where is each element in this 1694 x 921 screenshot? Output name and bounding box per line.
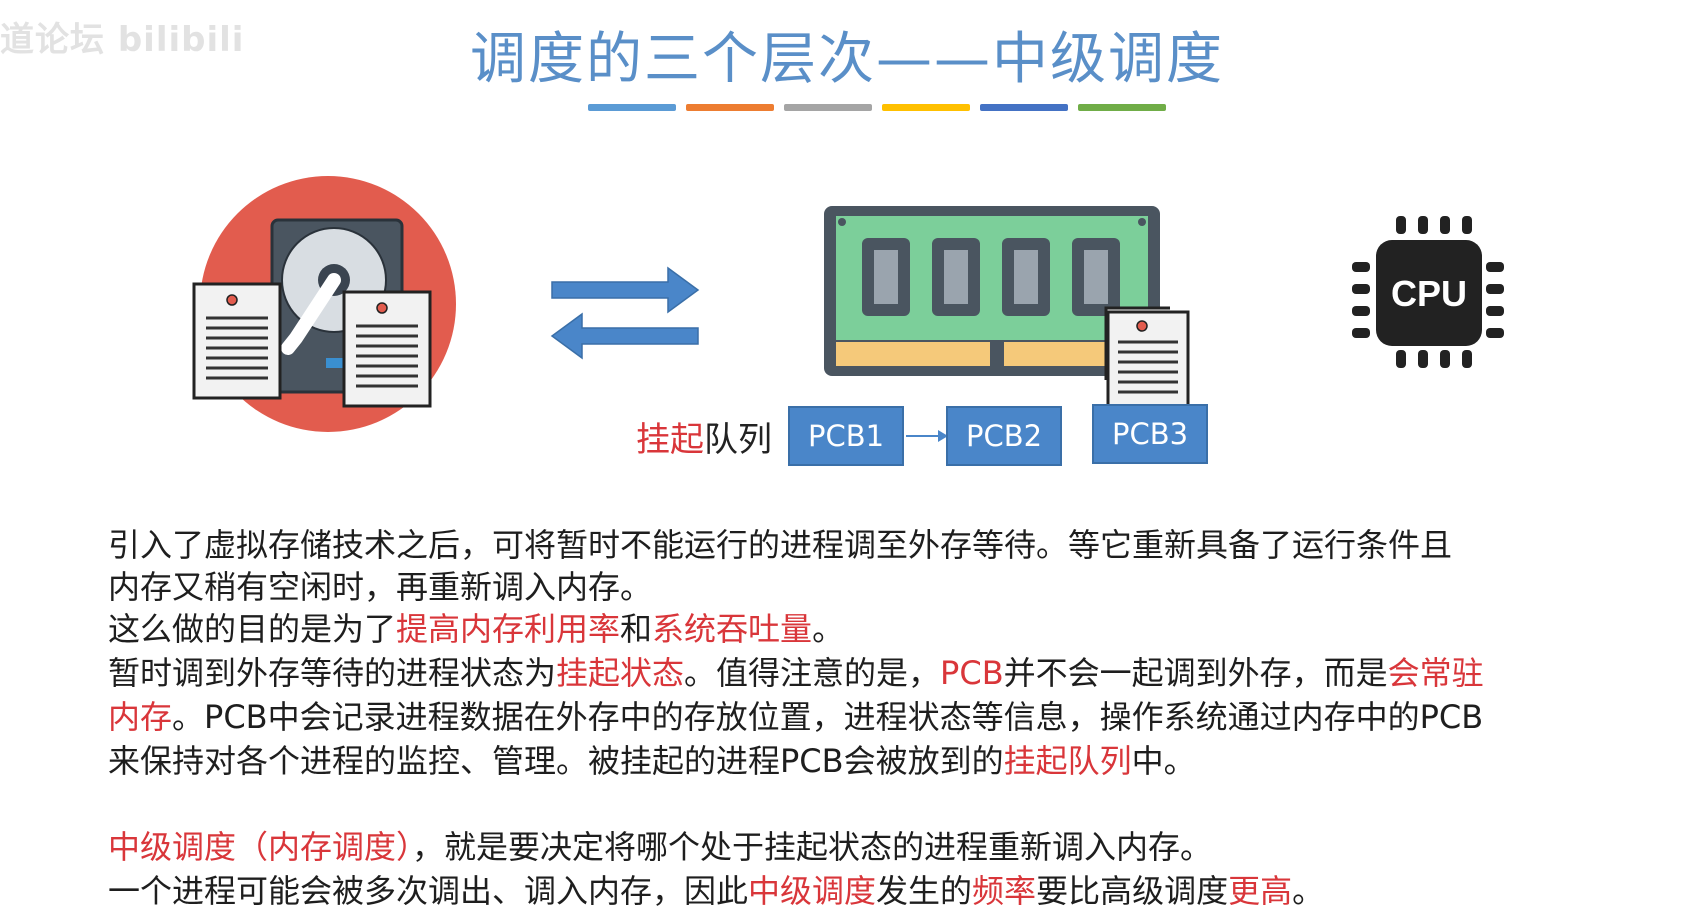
underline-bar-blue: [588, 104, 676, 111]
p5-text: 发生的: [876, 872, 973, 910]
cpu-label: CPU: [1391, 273, 1467, 314]
p3-text: 来保持对各个进程的监控、管理。被挂起的进程PCB会被放到的: [108, 742, 1004, 780]
underline-bar-darkblue: [980, 104, 1068, 111]
p2-highlight-throughput: 系统吞吐量: [652, 610, 813, 648]
p3-text: 中。: [1131, 742, 1196, 780]
ram-module-icon: [824, 206, 1170, 380]
arrow-right-icon: [551, 266, 700, 314]
paragraph-1-line-2: 内存又稍有空闲时，再重新调入内存。: [108, 568, 653, 606]
paragraph-3-line-2: 内存。PCB中会记录进程数据在外存中的存放位置，进程状态等信息，操作系统通过内存…: [108, 696, 1483, 738]
p3-highlight-memory: 内存: [108, 698, 173, 736]
p5-text: 要比高级调度: [1036, 872, 1229, 910]
paragraph-1-line-1: 引入了虚拟存储技术之后，可将暂时不能运行的进程调至外存等待。等它重新具备了运行条…: [108, 526, 1453, 564]
p3-text: 暂时调到外存等待的进程状态为: [108, 654, 557, 692]
p4-text: ，就是要决定将哪个处于挂起状态的进程重新调入内存。: [412, 828, 1213, 866]
p3-text: 。PCB中会记录进程数据在外存中的存放位置，进程状态等信息，操作系统通过内存中的…: [172, 698, 1484, 736]
paragraph-5: 一个进程可能会被多次调出、调入内存，因此中级调度发生的频率要比高级调度更高。: [108, 870, 1324, 912]
p3-highlight-resident: 会常驻: [1387, 654, 1484, 692]
title-underline-bars: [588, 104, 1166, 111]
watermark: 道论坛 bilibili: [0, 20, 245, 60]
paragraph-3-line-1: 暂时调到外存等待的进程状态为挂起状态。值得注意的是，PCB并不会一起调到外存，而…: [108, 652, 1484, 694]
p5-highlight-higher: 更高: [1228, 872, 1293, 910]
p5-text: 。: [1292, 872, 1325, 910]
underline-bar-yellow: [882, 104, 970, 111]
underline-bar-gray: [784, 104, 872, 111]
page-title: 调度的三个层次——中级调度: [470, 27, 1224, 92]
p3-highlight-suspend-queue: 挂起队列: [1003, 742, 1132, 780]
paragraph-4: 中级调度（内存调度），就是要决定将哪个处于挂起状态的进程重新调入内存。: [108, 826, 1212, 868]
arrow-left-icon: [550, 312, 699, 360]
p2-highlight-memory-utilization: 提高内存利用率: [396, 610, 621, 648]
p3-text: 并不会一起调到外存，而是: [1003, 654, 1388, 692]
p5-highlight-frequency: 频率: [972, 872, 1037, 910]
underline-bar-green: [1078, 104, 1166, 111]
paragraph-2: 这么做的目的是为了提高内存利用率和系统吞吐量。: [108, 608, 844, 650]
document-icon: [342, 290, 432, 408]
p3-highlight-pcb: PCB: [940, 654, 1004, 692]
cpu-chip-icon: CPU: [1352, 216, 1504, 368]
pcb-box-2: PCB2: [946, 406, 1062, 466]
suspend-queue-label: 挂起队列: [636, 412, 772, 461]
document-icon: [192, 282, 282, 400]
p4-highlight-medium-term-scheduling: 中级调度（内存调度）: [108, 828, 413, 866]
p2-text: 这么做的目的是为了: [108, 610, 397, 648]
p5-text: 一个进程可能会被多次调出、调入内存，因此: [108, 872, 749, 910]
p2-text: 。: [812, 610, 845, 648]
swap-arrows: [550, 266, 700, 360]
pcb-box-1: PCB1: [788, 406, 904, 466]
hard-disk-icon: [192, 176, 456, 432]
suspend-queue-label-red: 挂起: [636, 420, 704, 460]
document-icon: [1106, 310, 1190, 408]
p3-highlight-suspended-state: 挂起状态: [556, 654, 685, 692]
p3-text: 。值得注意的是，: [684, 654, 941, 692]
p2-text: 和: [620, 610, 653, 648]
pcb-box-3: PCB3: [1092, 404, 1208, 464]
paragraph-3-line-3: 来保持对各个进程的监控、管理。被挂起的进程PCB会被放到的挂起队列中。: [108, 740, 1196, 782]
queue-arrow-icon: [906, 430, 948, 442]
underline-bar-orange: [686, 104, 774, 111]
suspend-queue-label-rest: 队列: [704, 420, 772, 460]
p5-highlight-medium-term-scheduling: 中级调度: [748, 872, 877, 910]
